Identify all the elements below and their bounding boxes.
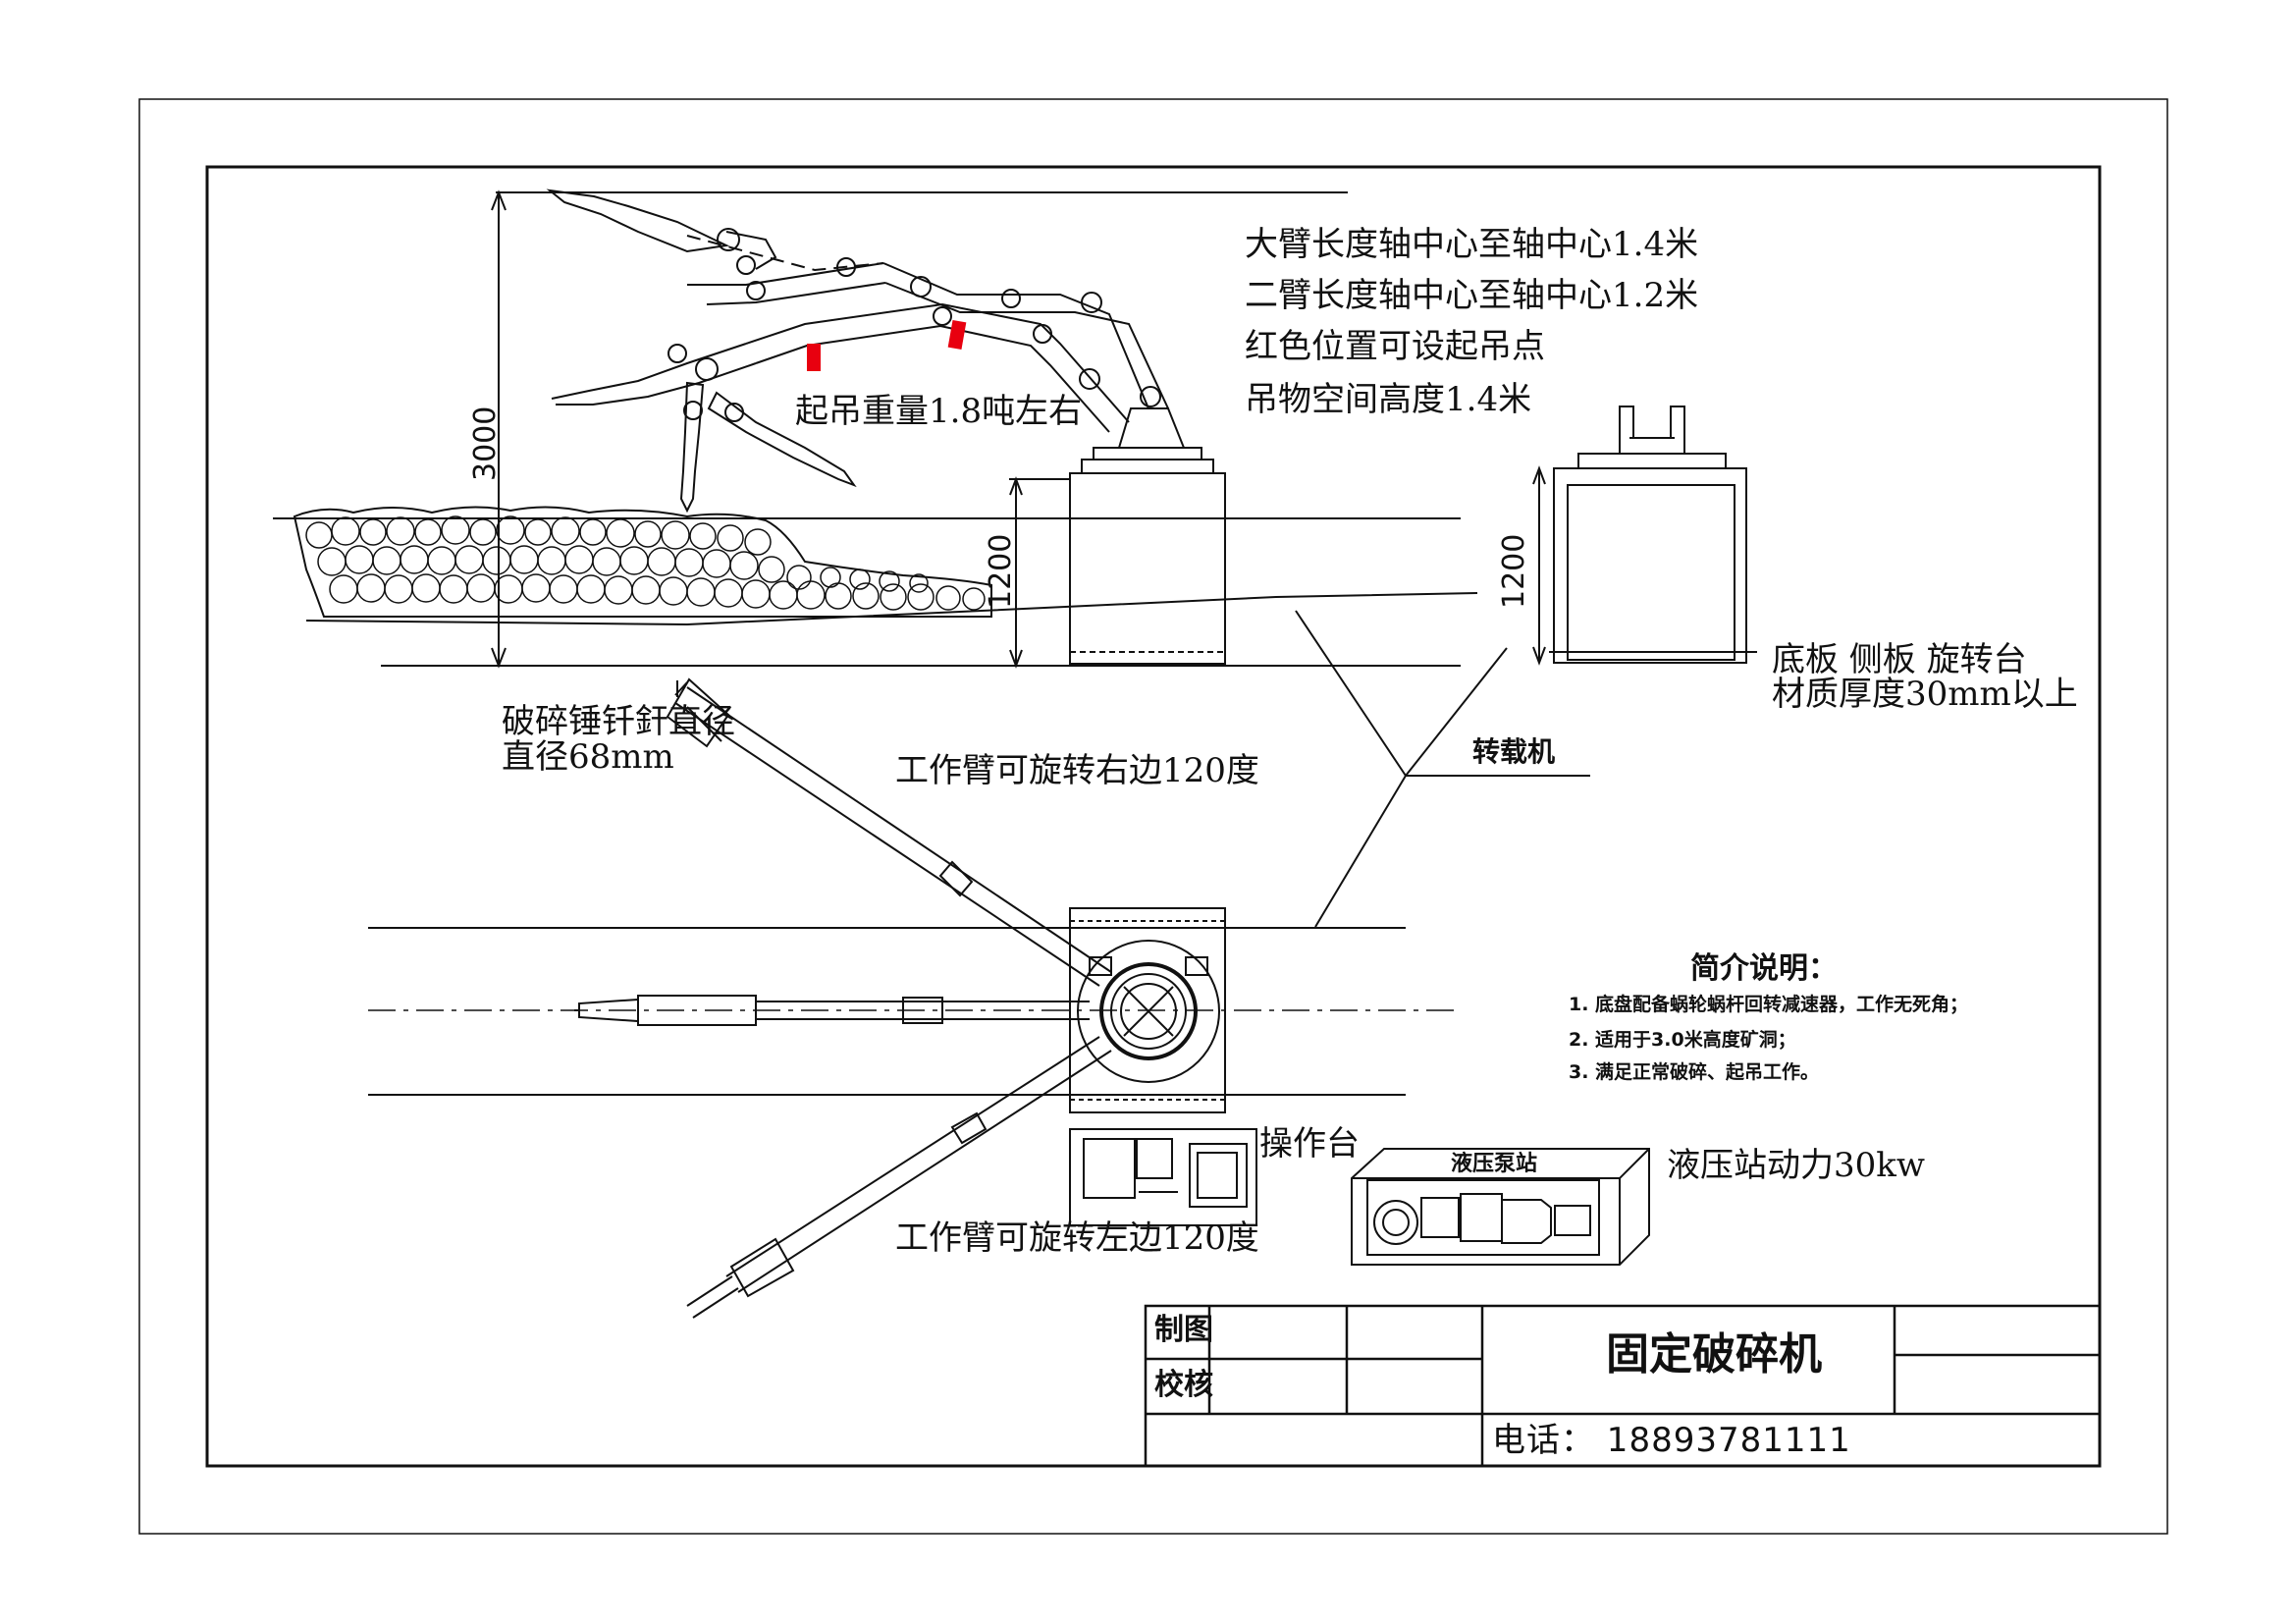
ore-pile-outline xyxy=(293,506,992,618)
pedestal-side xyxy=(1069,472,1226,665)
conveyor-leader-c xyxy=(1314,775,1407,928)
conveyor-slope xyxy=(305,592,1478,626)
sheet-border xyxy=(138,98,2168,1535)
ore-pile-rocks xyxy=(305,515,986,611)
slewing-ring-outer xyxy=(1077,940,1220,1083)
drawn-by-label: 制图 xyxy=(1154,1313,1213,1347)
plan-arm-straight xyxy=(574,995,1090,1026)
operator-console-frame xyxy=(1069,1128,1257,1226)
boom-lower-position xyxy=(551,302,1130,514)
conveyor-label: 转载机 xyxy=(1472,735,1556,768)
pump-station-label: 液压泵站 xyxy=(1451,1152,1538,1176)
hydraulic-power-note: 液压站动力30kw xyxy=(1667,1146,1925,1185)
intro-item-3: 3. 满足正常破碎、起吊工作。 xyxy=(1569,1061,1820,1083)
plan-arm-down xyxy=(686,1036,1112,1319)
dim-3000-arrow-top xyxy=(491,189,507,211)
pump-tank xyxy=(1373,1200,1418,1245)
dim-side-1200-label: 1200 xyxy=(1497,533,1531,609)
dim-3000-label: 3000 xyxy=(468,406,503,481)
phone-number: 电话： 18893781111 xyxy=(1492,1421,1851,1460)
title-block xyxy=(1144,1304,2102,1468)
dim-1200-arrow-top xyxy=(1009,476,1023,496)
pump-station-box xyxy=(1351,1148,1650,1266)
intro-item-1: 1. 底盘配备蜗轮蜗杆回转减速器，工作无死角； xyxy=(1569,994,1969,1015)
plate-thickness-note-2: 材质厚度30mm以上 xyxy=(1772,675,2078,714)
hoist-marker-2 xyxy=(947,319,967,351)
rotate-left-note: 工作臂可旋转左边120度 xyxy=(895,1218,1259,1258)
boom-mast xyxy=(1117,407,1186,449)
drawing-frame xyxy=(205,165,2102,1468)
dim-1200-arrow-bot xyxy=(1009,649,1023,669)
hoist-marker-1 xyxy=(807,344,821,371)
conveyor-leader-a xyxy=(1295,610,1407,777)
plan-arm-up xyxy=(666,677,1112,987)
boom-upper-position xyxy=(546,189,1169,409)
hoist-points-note: 红色位置可设起吊点 xyxy=(1245,327,1545,366)
boom1-note: 大臂长度轴中心至轴中心1.4米 xyxy=(1245,225,1699,264)
plan-pedestal xyxy=(1069,907,1226,1113)
pedestal-end-inner xyxy=(1567,484,1735,661)
intro-title: 简介说明： xyxy=(1690,951,1838,986)
hoist-height-note: 吊物空间高度1.4米 xyxy=(1245,380,1532,419)
plate-thickness-note-1: 底板 侧板 旋转台 xyxy=(1772,640,2027,679)
checked-by-label: 校核 xyxy=(1154,1368,1213,1402)
drawing-title: 固定破碎机 xyxy=(1606,1329,1822,1380)
conveyor-leader-b xyxy=(1405,647,1508,777)
intro-item-2: 2. 适用于3.0米高度矿洞； xyxy=(1569,1029,1796,1051)
lift-weight-note: 起吊重量1.8吨左右 xyxy=(795,392,1083,431)
chisel-note-1: 破碎锤钎釬直径 xyxy=(502,702,735,741)
pedestal-end-outer xyxy=(1553,467,1747,664)
rotate-right-note: 工作臂可旋转右边120度 xyxy=(895,751,1259,790)
turntable-base xyxy=(1081,459,1214,474)
dim-1200-label: 1200 xyxy=(984,533,1018,609)
dim-3000-arrow-bot xyxy=(491,647,507,669)
chisel-note-2: 直径68mm xyxy=(502,737,674,777)
operator-console-label: 操作台 xyxy=(1259,1124,1360,1164)
boom2-note: 二臂长度轴中心至轴中心1.2米 xyxy=(1245,276,1699,315)
